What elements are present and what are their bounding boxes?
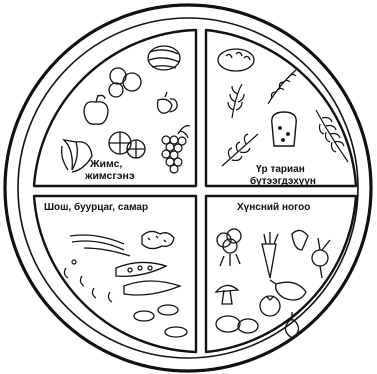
quadrant-vegetables: [206, 196, 356, 352]
quadrant-grains: [206, 30, 356, 186]
label-beans: Шош, буурцаг, самар: [44, 202, 148, 214]
label-grains-line2: бүтээгдэхүүн: [250, 176, 316, 188]
label-grains-line1: Үр тариан: [256, 164, 316, 176]
quadrant-beans: [34, 196, 196, 352]
label-fruits-line1: Жимс,: [90, 158, 135, 170]
label-grains: Үр тариан бүтээгдэхүүн: [256, 164, 316, 187]
label-vegetables: Хүнсний ногоо: [237, 202, 310, 214]
label-fruits: Жимс, жимсгэнэ: [90, 158, 135, 182]
label-fruits-line2: жимсгэнэ: [85, 170, 135, 182]
